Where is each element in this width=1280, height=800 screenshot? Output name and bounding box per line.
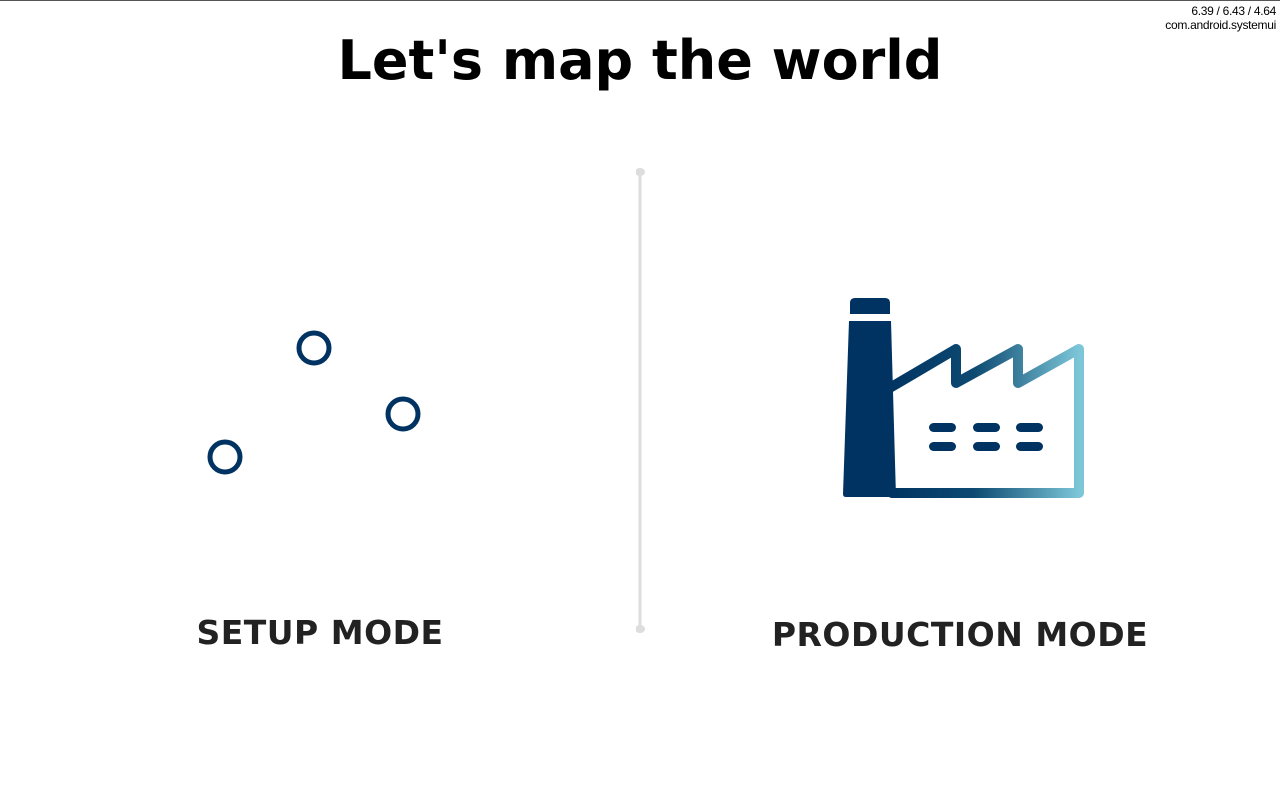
debug-overlay: 6.39 / 6.43 / 4.64 com.android.systemui — [1165, 4, 1276, 32]
setup-mode-button[interactable]: SETUP MODE — [80, 171, 560, 671]
sliders-icon — [207, 296, 421, 496]
production-mode-button[interactable]: PRODUCTION MODE — [720, 171, 1200, 671]
production-mode-label: PRODUCTION MODE — [771, 615, 1149, 654]
mode-divider — [636, 168, 645, 633]
load-average-text: 6.39 / 6.43 / 4.64 — [1191, 4, 1276, 18]
page-title: Let's map the world — [337, 29, 943, 92]
slider-knob-2 — [296, 330, 332, 366]
factory-icon — [843, 298, 1084, 498]
slider-knob-3 — [385, 396, 421, 432]
slider-knob-1 — [207, 439, 243, 475]
process-name-text: com.android.systemui — [1165, 18, 1276, 32]
setup-mode-label: SETUP MODE — [196, 613, 444, 652]
